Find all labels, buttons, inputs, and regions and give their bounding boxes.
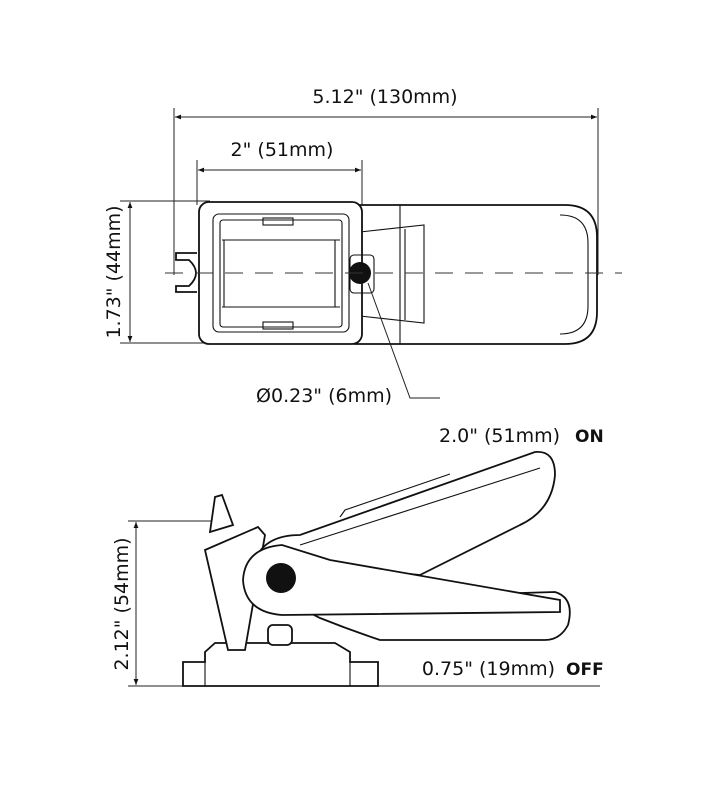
height-label: 1.73" (44mm): [103, 205, 125, 338]
off-label: OFF: [566, 660, 604, 680]
overall-length-label: 5.12" (130mm): [312, 86, 457, 108]
hole-diameter-label: Ø0.23" (6mm): [256, 385, 392, 407]
top-view: 5.12" (130mm) 2" (51mm) 1.73" (44mm): [103, 86, 622, 407]
body-width-label: 2" (51mm): [231, 139, 334, 161]
height-dimension: 1.73" (44mm): [103, 200, 355, 344]
float-side-outline: [182, 451, 571, 687]
off-height-label: 0.75" (19mm): [422, 658, 555, 680]
float-top-outline: [175, 201, 598, 345]
pivot-pin: [266, 563, 296, 593]
total-height-label: 2.12" (54mm): [111, 537, 133, 670]
overall-length-dimension: 5.12" (130mm): [173, 86, 599, 275]
body-width-dimension: 2" (51mm): [196, 139, 363, 205]
on-label: ON: [575, 427, 604, 447]
side-view: 2.0" (51mm) ON 0.75" (19mm) OFF 2.12" (5…: [111, 425, 604, 687]
hole-leader: Ø0.23" (6mm): [256, 282, 440, 407]
on-height-label: 2.0" (51mm): [439, 425, 560, 447]
